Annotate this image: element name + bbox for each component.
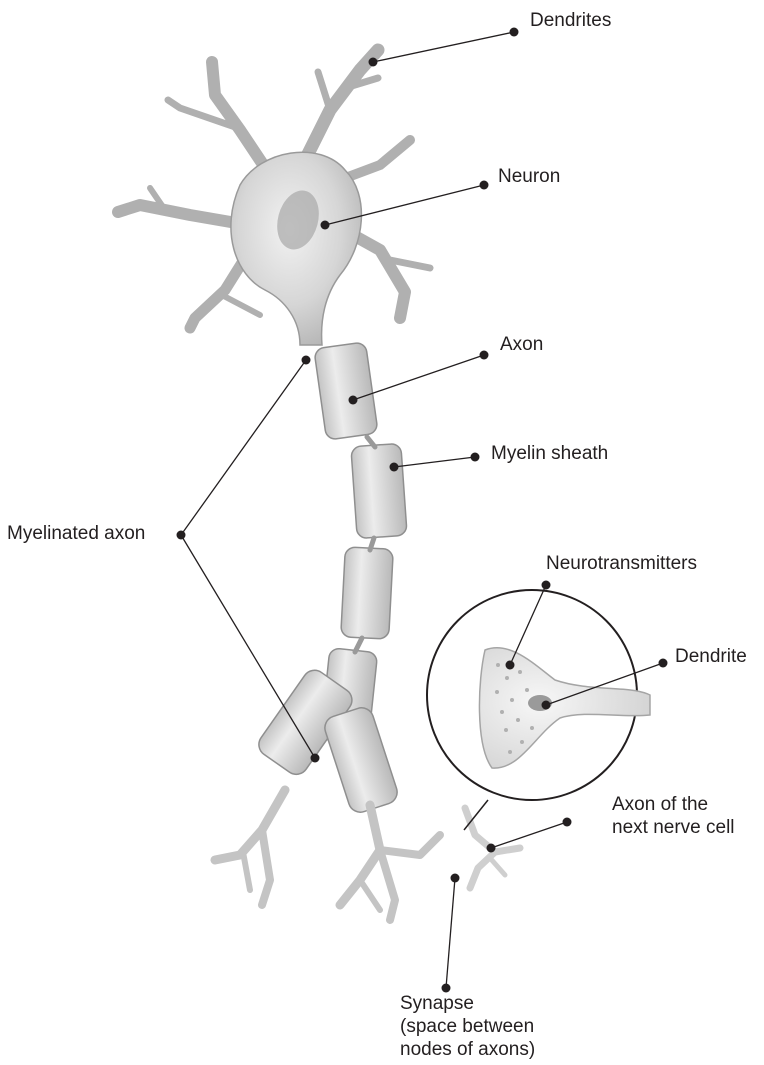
label-neurotransmitters: Neurotransmitters xyxy=(546,552,697,575)
label-myelinated-axon: Myelinated axon xyxy=(7,522,145,545)
label-axon: Axon xyxy=(500,333,543,356)
label-synapse-line1: Synapse xyxy=(400,992,535,1015)
label-myelin-sheath: Myelin sheath xyxy=(491,442,608,465)
label-axon-next-cell-line1: Axon of the xyxy=(612,793,735,816)
axon-terminals xyxy=(215,790,440,920)
label-synapse-line3: nodes of axons) xyxy=(400,1038,535,1061)
myelin-segments xyxy=(254,342,407,815)
label-synapse: Synapse (space between nodes of axons) xyxy=(400,992,535,1061)
label-axon-next-cell: Axon of the next nerve cell xyxy=(612,793,735,839)
label-dendrites: Dendrites xyxy=(530,9,611,32)
label-dendrite: Dendrite xyxy=(675,645,747,668)
label-axon-next-cell-line2: next nerve cell xyxy=(612,816,735,839)
label-neuron: Neuron xyxy=(498,165,560,188)
label-synapse-line2: (space between xyxy=(400,1015,535,1038)
